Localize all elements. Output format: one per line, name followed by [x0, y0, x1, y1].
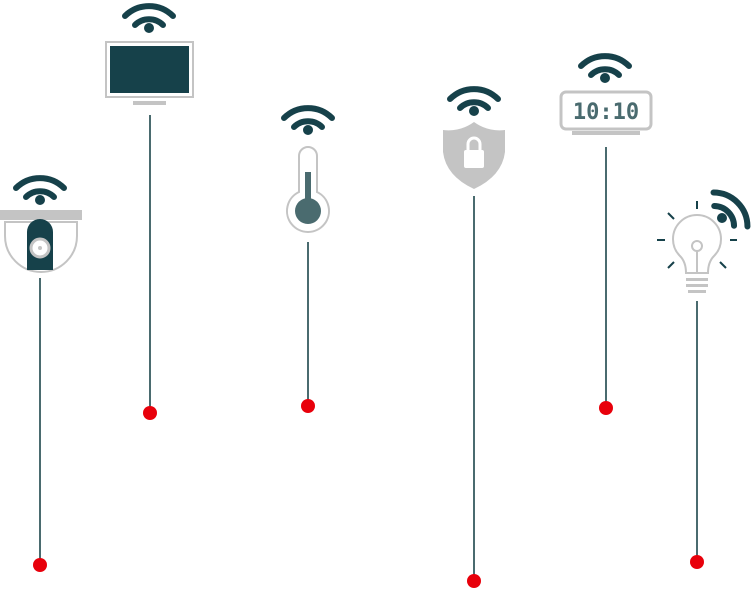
wifi-icon: [447, 86, 501, 116]
device-camera: [0, 175, 82, 572]
thermometer-icon: [286, 146, 330, 233]
light-bulb-icon: [657, 201, 737, 293]
stem-endpoint-dot: [467, 574, 481, 588]
shield-lock-icon: [443, 122, 505, 189]
stem-endpoint-dot: [690, 555, 704, 569]
wifi-icon: [122, 3, 176, 33]
smart-tv-icon: [105, 41, 194, 105]
wifi-icon: [710, 189, 751, 230]
wifi-icon: [578, 53, 632, 83]
digital-clock-icon: 10:10: [559, 90, 653, 135]
wifi-icon: [13, 175, 67, 205]
stem-endpoint-dot: [301, 399, 315, 413]
device-lighting: [657, 189, 751, 569]
device-security: [443, 86, 505, 588]
clock-display: 10:10: [573, 100, 639, 125]
device-clock: 10:10: [559, 53, 653, 415]
stem-endpoint-dot: [599, 401, 613, 415]
stem-endpoint-dot: [33, 558, 47, 572]
device-thermostat: [281, 105, 335, 413]
device-tv: [105, 3, 194, 420]
wifi-icon: [281, 105, 335, 135]
stem-endpoint-dot: [143, 406, 157, 420]
security-camera-icon: [0, 210, 82, 273]
